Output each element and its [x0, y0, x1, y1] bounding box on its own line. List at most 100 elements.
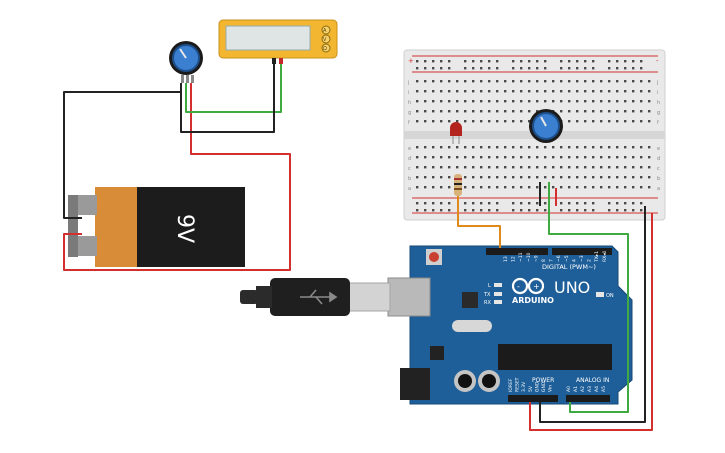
breadboard-hole[interactable] [464, 176, 467, 179]
breadboard-hole[interactable] [552, 90, 555, 93]
breadboard-hole[interactable] [568, 166, 571, 169]
breadboard-hole[interactable] [472, 202, 475, 205]
breadboard-hole[interactable] [608, 166, 611, 169]
breadboard-hole[interactable] [488, 110, 491, 113]
breadboard-hole[interactable] [584, 146, 587, 149]
breadboard-hole[interactable] [648, 120, 651, 123]
breadboard-hole[interactable] [512, 80, 515, 83]
breadboard-hole[interactable] [432, 67, 435, 70]
breadboard-hole[interactable] [416, 60, 419, 63]
breadboard-hole[interactable] [608, 110, 611, 113]
breadboard-hole[interactable] [576, 156, 579, 159]
breadboard-hole[interactable] [440, 110, 443, 113]
breadboard-hole[interactable] [536, 209, 539, 212]
breadboard-hole[interactable] [648, 100, 651, 103]
breadboard-hole[interactable] [568, 100, 571, 103]
breadboard-hole[interactable] [528, 176, 531, 179]
breadboard-hole[interactable] [520, 120, 523, 123]
breadboard-hole[interactable] [640, 146, 643, 149]
breadboard-hole[interactable] [496, 67, 499, 70]
breadboard-hole[interactable] [520, 80, 523, 83]
breadboard-hole[interactable] [440, 90, 443, 93]
breadboard-hole[interactable] [616, 202, 619, 205]
breadboard-hole[interactable] [448, 146, 451, 149]
breadboard-hole[interactable] [528, 60, 531, 63]
breadboard-hole[interactable] [504, 146, 507, 149]
breadboard-hole[interactable] [648, 176, 651, 179]
breadboard-hole[interactable] [528, 100, 531, 103]
breadboard-hole[interactable] [608, 146, 611, 149]
breadboard-hole[interactable] [512, 166, 515, 169]
breadboard-hole[interactable] [480, 202, 483, 205]
breadboard-hole[interactable] [424, 120, 427, 123]
breadboard-hole[interactable] [608, 186, 611, 189]
breadboard-hole[interactable] [488, 60, 491, 63]
breadboard-hole[interactable] [488, 100, 491, 103]
breadboard-hole[interactable] [504, 176, 507, 179]
breadboard-hole[interactable] [448, 110, 451, 113]
breadboard-hole[interactable] [480, 80, 483, 83]
breadboard-hole[interactable] [472, 146, 475, 149]
breadboard-hole[interactable] [496, 146, 499, 149]
breadboard-hole[interactable] [608, 120, 611, 123]
breadboard-hole[interactable] [416, 156, 419, 159]
breadboard-hole[interactable] [608, 202, 611, 205]
breadboard-hole[interactable] [496, 60, 499, 63]
breadboard-hole[interactable] [624, 156, 627, 159]
breadboard-hole[interactable] [544, 186, 547, 189]
breadboard-hole[interactable] [624, 176, 627, 179]
breadboard-hole[interactable] [560, 176, 563, 179]
breadboard-hole[interactable] [496, 120, 499, 123]
breadboard-hole[interactable] [496, 156, 499, 159]
breadboard-hole[interactable] [584, 110, 587, 113]
breadboard-hole[interactable] [584, 166, 587, 169]
breadboard-hole[interactable] [416, 120, 419, 123]
breadboard-hole[interactable] [424, 100, 427, 103]
breadboard-hole[interactable] [448, 209, 451, 212]
breadboard-hole[interactable] [616, 176, 619, 179]
breadboard-hole[interactable] [472, 176, 475, 179]
breadboard-hole[interactable] [616, 67, 619, 70]
breadboard-hole[interactable] [576, 146, 579, 149]
breadboard-hole[interactable] [536, 186, 539, 189]
breadboard-hole[interactable] [624, 100, 627, 103]
breadboard-hole[interactable] [624, 60, 627, 63]
arduino-uno-board[interactable]: - + ARDUINO UNO DIGITAL (PWM~) POWER ANA… [387, 245, 633, 405]
breadboard-hole[interactable] [544, 60, 547, 63]
breadboard-hole[interactable] [600, 80, 603, 83]
breadboard-hole[interactable] [432, 120, 435, 123]
breadboard-hole[interactable] [544, 146, 547, 149]
breadboard-hole[interactable] [520, 100, 523, 103]
breadboard-hole[interactable] [576, 110, 579, 113]
breadboard-hole[interactable] [488, 146, 491, 149]
breadboard-hole[interactable] [536, 176, 539, 179]
breadboard-hole[interactable] [520, 176, 523, 179]
breadboard-hole[interactable] [472, 186, 475, 189]
breadboard-hole[interactable] [448, 120, 451, 123]
breadboard-hole[interactable] [560, 186, 563, 189]
breadboard-hole[interactable] [440, 100, 443, 103]
breadboard-hole[interactable] [584, 60, 587, 63]
breadboard-hole[interactable] [496, 90, 499, 93]
breadboard-hole[interactable] [632, 80, 635, 83]
breadboard-hole[interactable] [520, 60, 523, 63]
breadboard-hole[interactable] [520, 146, 523, 149]
breadboard-hole[interactable] [536, 67, 539, 70]
breadboard-hole[interactable] [576, 90, 579, 93]
breadboard-hole[interactable] [592, 202, 595, 205]
breadboard-hole[interactable] [536, 110, 539, 113]
breadboard-hole[interactable] [424, 67, 427, 70]
breadboard-hole[interactable] [592, 60, 595, 63]
breadboard-hole[interactable] [544, 67, 547, 70]
breadboard-hole[interactable] [472, 60, 475, 63]
breadboard-hole[interactable] [640, 209, 643, 212]
breadboard-hole[interactable] [512, 67, 515, 70]
multimeter[interactable]: A V Ω [218, 19, 338, 64]
breadboard-hole[interactable] [480, 60, 483, 63]
breadboard-hole[interactable] [536, 166, 539, 169]
breadboard-hole[interactable] [424, 110, 427, 113]
breadboard-hole[interactable] [632, 186, 635, 189]
breadboard-hole[interactable] [472, 156, 475, 159]
breadboard-hole[interactable] [496, 100, 499, 103]
breadboard-hole[interactable] [504, 110, 507, 113]
